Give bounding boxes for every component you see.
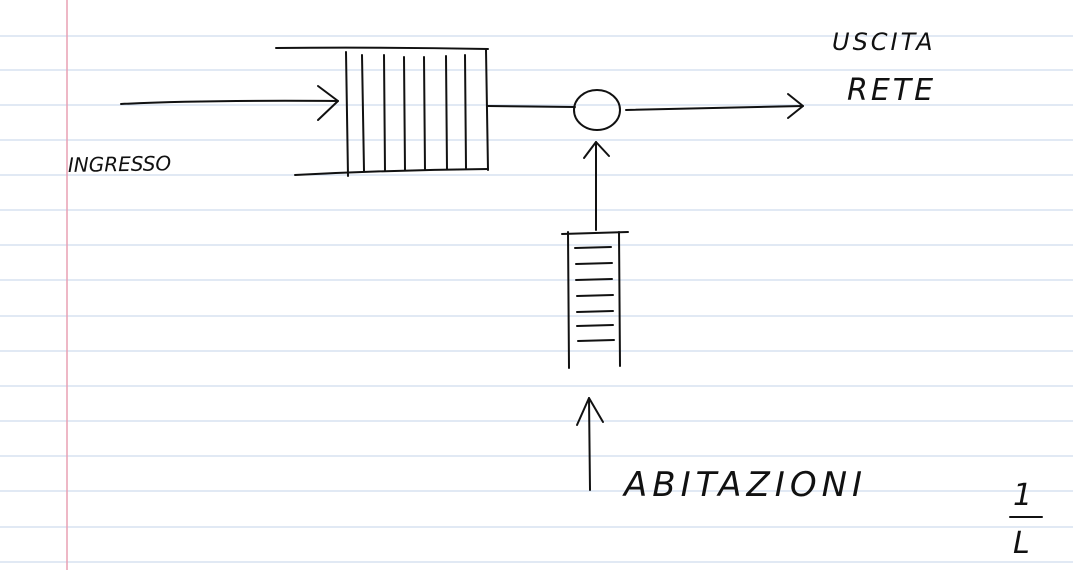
output-arrow: [625, 93, 804, 119]
input-label: INGRESSO: [68, 151, 172, 177]
fraction-numerator: 1: [1013, 478, 1032, 513]
server-circle-icon: [573, 89, 621, 131]
output-label-line2: RETE: [847, 73, 936, 108]
notebook-ruling: [0, 35, 1073, 563]
fraction-denominator: L: [1013, 526, 1030, 561]
homes-label: ABITAZIONI: [622, 465, 867, 505]
input-arrow: [120, 85, 339, 121]
output-label-line1: USCITA: [832, 28, 936, 56]
queue-to-server-line: [487, 105, 576, 108]
arrivals-arrow: [576, 397, 604, 491]
vertical-queue-icon: [561, 231, 629, 369]
horizontal-queue-icon: [275, 46, 489, 177]
feed-arrow: [583, 141, 610, 231]
